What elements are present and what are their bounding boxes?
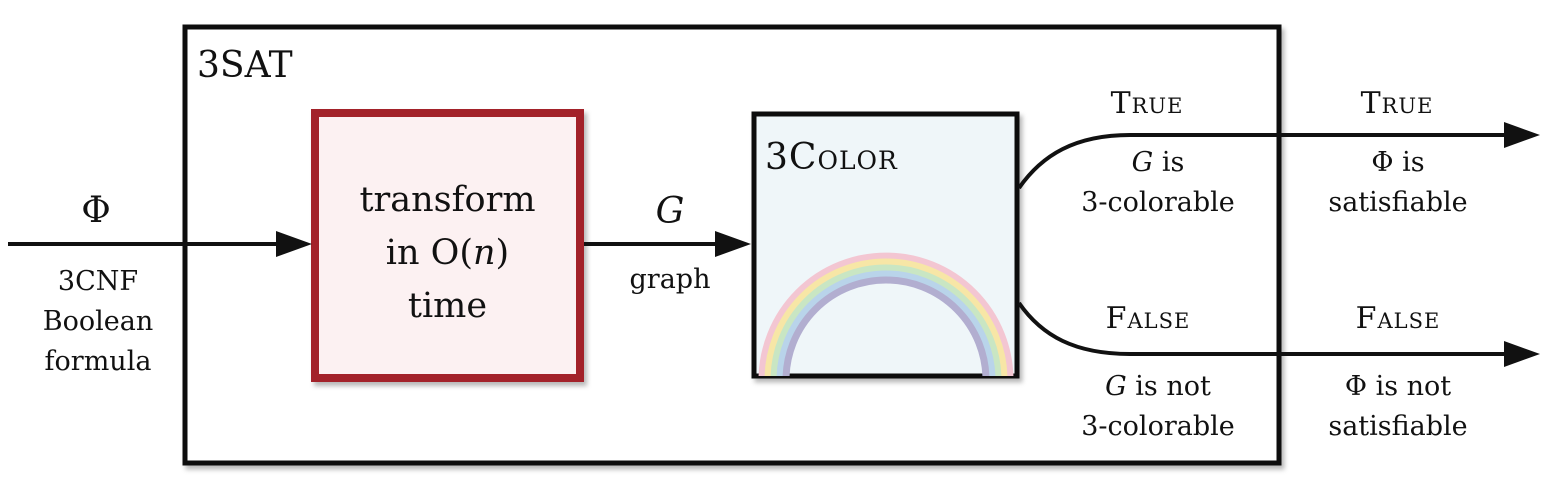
- branch-true-desc-line2: 3-colorable: [1081, 187, 1235, 218]
- transform-line1: transform: [359, 180, 536, 220]
- output-false-description: Φ is not satisfiable: [1310, 367, 1486, 447]
- transform-label: transform in O(n) time: [319, 174, 576, 333]
- true-output-arrowhead: [1504, 122, 1540, 148]
- branch-false-description: G is not 3-colorable: [1060, 367, 1256, 447]
- true-branch-path: [1017, 133, 1508, 190]
- branch-true-desc-line1: G is: [1131, 147, 1185, 178]
- output-true-desc-line1: Φ is: [1371, 147, 1425, 178]
- output-false-desc-line1: Φ is not: [1344, 371, 1452, 402]
- transform-line3: time: [407, 286, 488, 326]
- color-box-title: 3Color: [765, 137, 898, 178]
- rainbow-icon: [758, 252, 1014, 376]
- graph-symbol: G: [655, 191, 685, 232]
- false-branch-path: [1017, 301, 1508, 356]
- output-true-description: Φ is satisfiable: [1310, 143, 1486, 223]
- branch-true-description: G is 3-colorable: [1060, 143, 1256, 223]
- output-false-desc-line2: satisfiable: [1328, 411, 1468, 442]
- graph-description: graph: [629, 264, 711, 295]
- input-symbol: Φ: [81, 190, 111, 231]
- transform-line2: in O(n): [385, 233, 510, 273]
- input-desc-line2: Boolean: [42, 306, 154, 337]
- branch-true-label: True: [1110, 86, 1184, 121]
- output-false-label: False: [1355, 301, 1441, 336]
- false-output-arrowhead: [1504, 341, 1540, 367]
- input-description: 3CNF Boolean formula: [20, 262, 176, 382]
- graph-arrowhead: [715, 231, 751, 257]
- input-desc-line3: formula: [44, 346, 152, 377]
- outer-box-title: 3SAT: [197, 45, 293, 86]
- branch-false-desc-line1: G is not: [1105, 371, 1211, 402]
- branch-false-desc-line2: 3-colorable: [1081, 411, 1235, 442]
- branch-false-label: False: [1105, 301, 1191, 336]
- output-true-label: True: [1360, 86, 1434, 121]
- input-arrowhead: [276, 231, 312, 257]
- input-desc-line1: 3CNF: [57, 266, 139, 297]
- transform-box: [311, 109, 584, 382]
- output-true-desc-line2: satisfiable: [1328, 187, 1468, 218]
